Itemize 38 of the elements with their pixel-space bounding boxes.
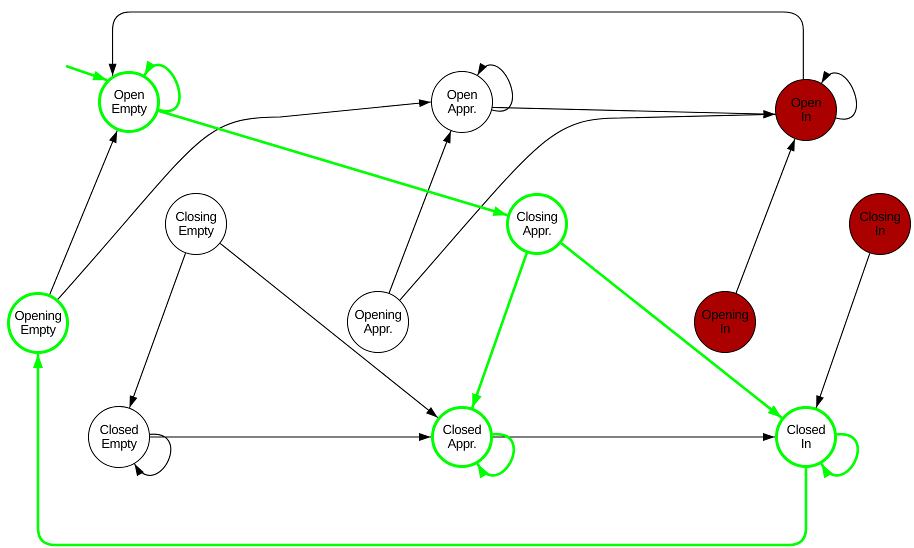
transition-arrow [816, 253, 870, 408]
state-label: Closing Appr. [516, 210, 558, 238]
state-circle [431, 406, 493, 468]
state-label: Opening Appr. [354, 308, 402, 336]
state-label: Opening Empty [14, 309, 62, 337]
transition-arrow [493, 433, 775, 441]
transition-arrow [477, 63, 513, 112]
transition-arrow [736, 138, 796, 294]
transition-arrow [108, 11, 804, 80]
state-label: Opening In [701, 308, 749, 336]
state-label: Open Appr. [446, 88, 478, 116]
state-label: Closed Appr. [442, 423, 482, 451]
state-label: Closing In [859, 210, 901, 238]
transition-arrow [388, 130, 452, 294]
transition-arrow [57, 99, 432, 300]
transition-arrow [150, 433, 431, 441]
transition-arrow [471, 252, 528, 408]
transition-arrow [560, 242, 782, 419]
state-circle [98, 71, 160, 133]
state-label: Open In [790, 96, 822, 124]
state-label: Open Empty [111, 88, 147, 116]
transition-arrow [399, 110, 776, 300]
transition-arrow [49, 130, 118, 294]
transition-arrow [143, 61, 181, 112]
transition-arrow [476, 433, 516, 478]
state-label: Closing Empty [175, 210, 217, 238]
transition-arrow [158, 110, 508, 216]
transition-arrow [220, 242, 438, 418]
transition-arrow [820, 433, 860, 478]
transition-arrow [134, 434, 172, 476]
state-label: Closed In [786, 423, 826, 451]
transition-arrow [821, 71, 857, 120]
state-label: Closed Empty [100, 423, 138, 451]
transition-arrow [492, 106, 776, 118]
transition-arrow [128, 253, 186, 408]
transition-arrow [66, 64, 108, 82]
transition-arrow [33, 354, 808, 546]
state-circle [347, 291, 409, 353]
